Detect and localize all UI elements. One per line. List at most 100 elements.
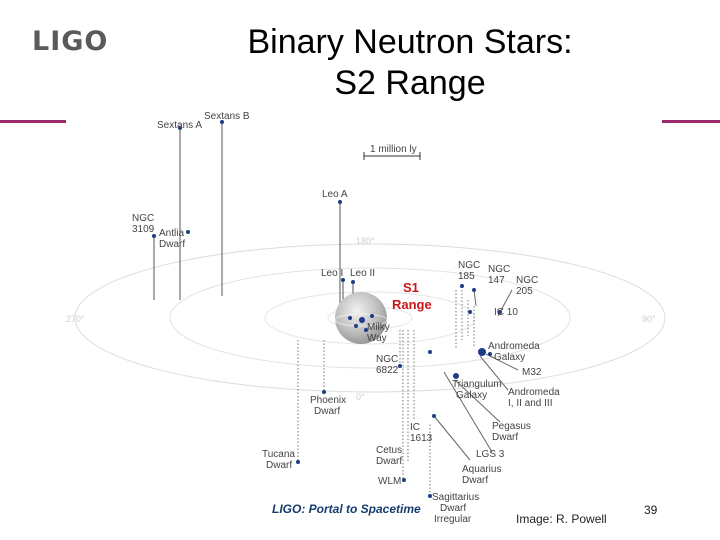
pointer-andromeda-dwarfs	[479, 355, 509, 391]
label-sagittarius-2: Dwarf	[440, 503, 466, 514]
dot-leo-i	[341, 278, 345, 282]
outer-ring	[74, 243, 666, 393]
degree-90: 90°	[642, 314, 656, 324]
pointer-m32	[485, 353, 519, 371]
label-sextans-a: Sextans A	[157, 120, 202, 131]
label-tucana-2: Dwarf	[266, 460, 292, 471]
dot-ngc185	[460, 284, 464, 288]
pointer-lgs3	[443, 371, 493, 453]
title-rule-left	[0, 120, 66, 123]
label-ngc147-2: 147	[488, 275, 505, 286]
label-aquarius-1: Aquarius	[462, 464, 501, 475]
label-sagittarius-3: Irregular	[434, 514, 472, 525]
pointer-ngc147	[473, 289, 477, 307]
dot-lgs3	[428, 350, 432, 354]
label-ic1613-1: IC	[410, 422, 420, 433]
label-andromeda-dwarfs-1: Andromeda	[508, 387, 560, 398]
dot-milky-way	[359, 317, 365, 323]
galaxy-dots	[152, 120, 502, 498]
label-ngc3109-2: 3109	[132, 224, 155, 235]
label-leo-a: Leo A	[322, 189, 348, 200]
label-cetus-1: Cetus	[376, 445, 402, 456]
dot-milky-sat-4	[370, 314, 374, 318]
dot-sextans-a	[178, 126, 182, 130]
degree-0: 0°	[356, 392, 365, 402]
label-ngc185-2: 185	[458, 271, 475, 282]
dot-aquarius	[432, 414, 436, 418]
dot-m32	[488, 352, 492, 356]
label-wlm: WLM	[378, 476, 401, 487]
pointer-lines	[433, 289, 519, 461]
image-credit: Image: R. Powell	[516, 512, 607, 526]
slide-footer: LIGO: Portal to Spacetime	[272, 502, 421, 516]
label-leo-ii: Leo II	[350, 268, 375, 279]
sphere-equator	[334, 313, 388, 327]
label-andromeda-dwarfs-2: I, II and III	[508, 398, 552, 409]
label-milky-way-1: Milky	[367, 322, 390, 333]
drop-lines-below	[297, 290, 475, 496]
label-ngc6822-2: 6822	[376, 365, 399, 376]
label-ngc147-1: NGC	[488, 264, 510, 275]
dot-phoenix	[322, 390, 326, 394]
pointer-aquarius	[433, 415, 471, 461]
drop-lines-above	[153, 122, 354, 312]
label-ngc3109-1: NGC	[132, 213, 154, 224]
label-ngc205-2: 205	[516, 286, 533, 297]
title-rule-right	[662, 120, 720, 123]
label-m32: M32	[522, 367, 542, 378]
dot-tucana	[296, 460, 300, 464]
label-andromeda-1: Andromeda	[488, 341, 540, 352]
title-line-2: S2 Range	[334, 64, 486, 102]
dot-ngc3109	[152, 234, 156, 238]
dot-ngc6822	[398, 364, 402, 368]
dot-ic10	[468, 310, 472, 314]
label-ic1613-2: 1613	[410, 433, 433, 444]
label-sextans-b: Sextans B	[204, 111, 250, 122]
degree-180: 180°	[356, 236, 375, 246]
dot-milky-sat-2	[364, 328, 368, 332]
label-triangulum-1: Triangulum	[452, 379, 502, 390]
slide-title: Binary Neutron Stars: S2 Range	[200, 22, 620, 104]
label-leo-i: Leo I	[321, 268, 343, 279]
dot-ngc147	[472, 288, 476, 292]
s1-label: S1	[403, 280, 419, 295]
label-andromeda-2: Galaxy	[494, 352, 525, 363]
label-tucana-1: Tucana	[262, 449, 295, 460]
label-phoenix-2: Dwarf	[314, 406, 340, 417]
ligo-logo: LIGO	[32, 26, 109, 57]
dot-sagittarius	[428, 494, 432, 498]
scale-label: 1 million ly	[370, 144, 417, 155]
dot-andromeda	[478, 348, 486, 356]
dot-milky-sat-3	[348, 316, 352, 320]
label-milky-way-2: Way	[367, 333, 387, 344]
dot-wlm	[402, 478, 406, 482]
degree-270: 270°	[66, 314, 85, 324]
pointer-pegasus	[454, 379, 501, 423]
label-antlia-1: Antlia	[159, 228, 184, 239]
inner-ring	[264, 291, 476, 345]
label-ngc205-1: NGC	[516, 275, 538, 286]
label-antlia-2: Dwarf	[159, 239, 185, 250]
label-aquarius-2: Dwarf	[462, 475, 488, 486]
label-sagittarius-1: Sagittarius	[432, 492, 479, 503]
label-pegasus-2: Dwarf	[492, 432, 518, 443]
dot-leo-a	[338, 200, 342, 204]
page-number: 39	[644, 503, 658, 517]
dot-milky-sat-1	[354, 324, 358, 328]
label-pegasus-1: Pegasus	[492, 421, 531, 432]
label-triangulum-2: Galaxy	[456, 390, 487, 401]
dot-triangulum	[453, 373, 459, 379]
dot-antlia	[186, 230, 190, 234]
label-cetus-2: Dwarf	[376, 456, 402, 467]
s1-range-label: Range	[392, 297, 432, 312]
middle-ring	[169, 267, 571, 369]
dot-leo-ii	[351, 280, 355, 284]
dot-ngc205	[498, 310, 502, 314]
dot-sextans-b	[220, 120, 224, 124]
label-ic10: IC 10	[494, 307, 518, 318]
label-ngc6822-1: NGC	[376, 354, 398, 365]
label-lgs3: LGS 3	[476, 449, 505, 460]
label-phoenix-1: Phoenix	[310, 395, 346, 406]
title-line-1: Binary Neutron Stars:	[247, 23, 573, 61]
